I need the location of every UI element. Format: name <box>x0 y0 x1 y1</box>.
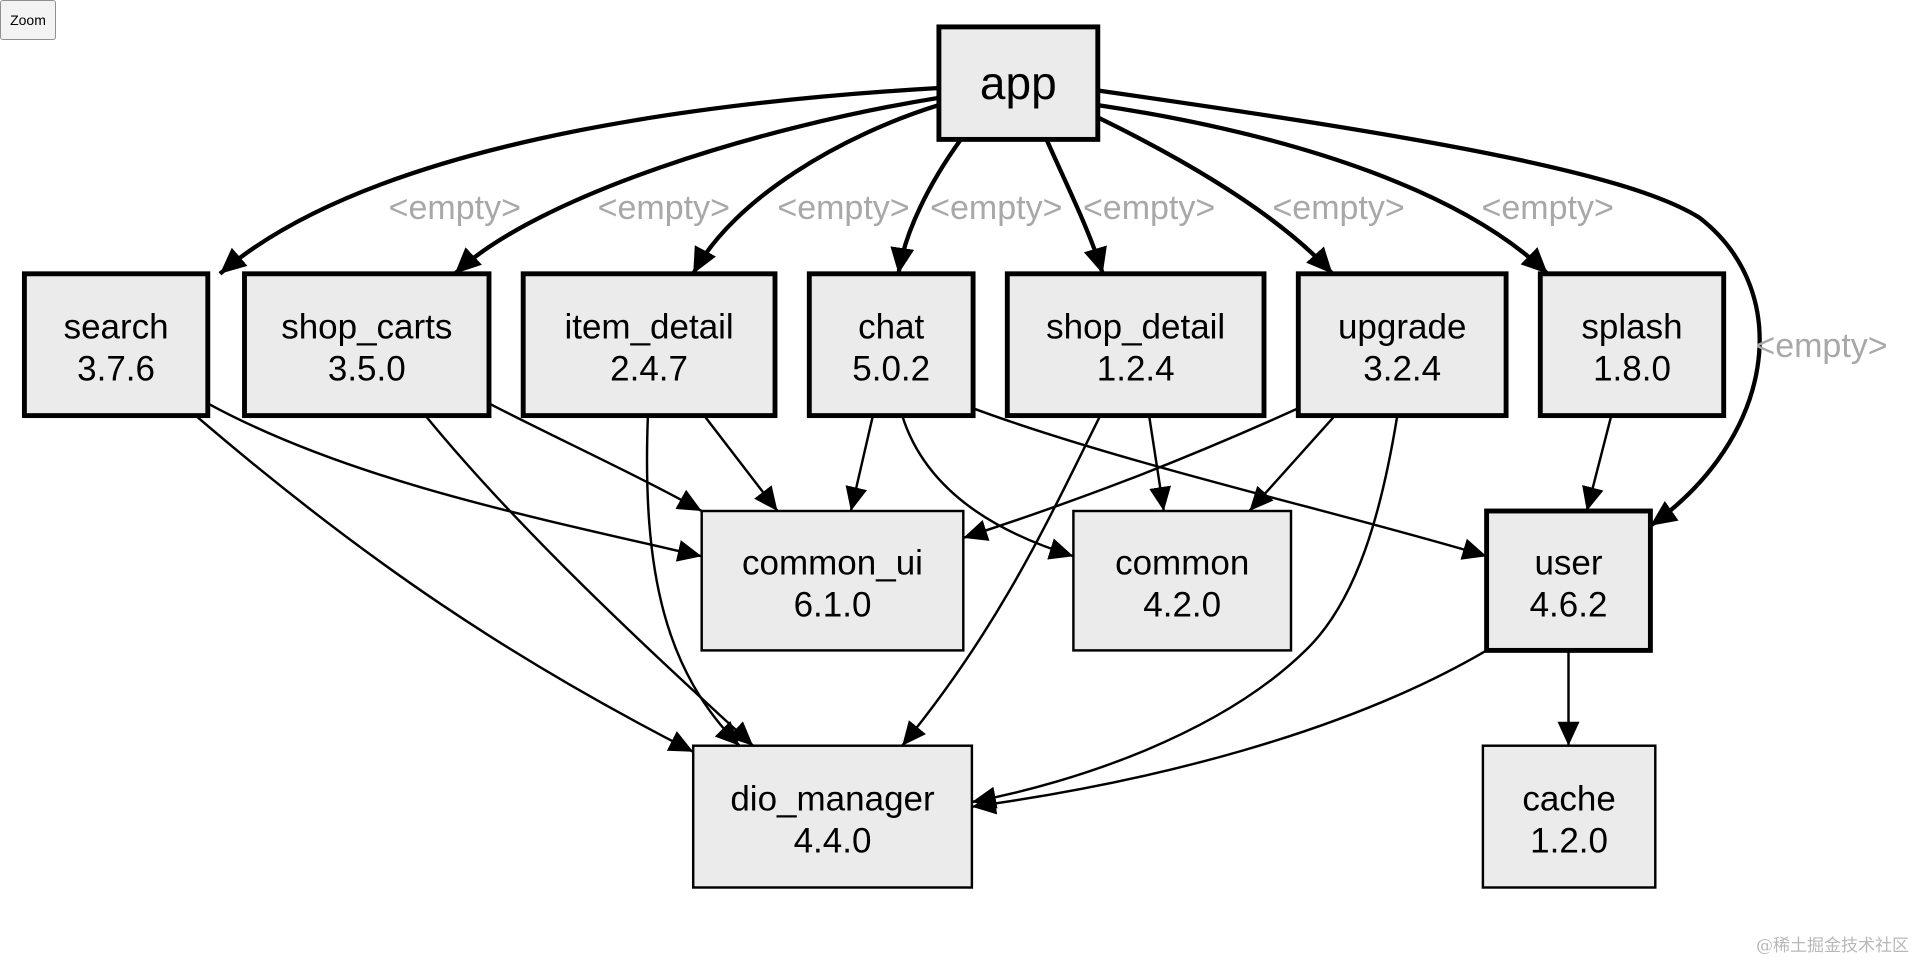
edge-search-to-dio_manager <box>194 414 694 753</box>
edge-item_detail-to-common_ui <box>703 414 779 512</box>
edge-label-app-to-item_detail: <empty> <box>777 189 909 227</box>
edge-chat-to-user <box>972 407 1487 560</box>
node-box-dio_manager <box>691 744 974 889</box>
node-name: splash <box>1581 308 1682 347</box>
edge-chat-to-common <box>901 415 1074 560</box>
edge-label-app-to-chat: <empty> <box>930 189 1062 227</box>
zoom-button[interactable]: Zoom <box>0 0 56 40</box>
node-name: upgrade <box>1338 308 1466 347</box>
node-box-user <box>1484 508 1653 653</box>
node-box-app <box>936 24 1101 142</box>
edge-upgrade-to-common <box>1248 414 1336 512</box>
edge-item_detail-to-dio_manager <box>645 415 741 747</box>
edge-shop_carts-to-common_ui <box>488 402 703 513</box>
node-name: user <box>1534 544 1602 583</box>
node-name: shop_detail <box>1046 308 1225 347</box>
node-common_ui[interactable]: common_ui6.1.0 <box>700 509 965 652</box>
edge-app-to-upgrade <box>1096 115 1335 276</box>
node-name: app <box>980 57 1057 109</box>
node-version: 5.0.2 <box>852 350 930 389</box>
edges-layer <box>194 85 1762 815</box>
edge-shop_carts-to-dio_manager <box>424 414 754 747</box>
node-name: common <box>1115 544 1249 583</box>
node-name: common_ui <box>742 544 923 583</box>
node-version: 4.4.0 <box>794 822 872 861</box>
node-version: 4.2.0 <box>1143 586 1221 625</box>
edge-user-to-dio_manager <box>971 649 1488 815</box>
edge-app-to-shop_detail <box>1044 138 1107 275</box>
node-box-cache <box>1481 744 1657 889</box>
edge-upgrade-to-common_ui <box>962 407 1299 541</box>
edge-app-to-search <box>218 85 940 276</box>
edge-app-to-item_detail <box>691 103 940 275</box>
edge-app-to-chat <box>890 138 963 275</box>
node-version: 2.4.7 <box>610 350 688 389</box>
edge-chat-to-common_ui <box>845 415 875 512</box>
edge-app-to-splash <box>1097 102 1550 276</box>
node-version: 1.2.4 <box>1097 350 1175 389</box>
node-version: 3.5.0 <box>328 350 406 389</box>
node-version: 1.2.0 <box>1530 822 1608 861</box>
edge-label-app-to-shop_detail: <empty> <box>1083 189 1215 227</box>
node-name: chat <box>858 308 924 347</box>
node-box-chat <box>806 271 976 419</box>
node-name: dio_manager <box>730 780 935 819</box>
node-version: 6.1.0 <box>794 586 872 625</box>
node-name: search <box>64 308 169 347</box>
edge-label-app-to-splash: <empty> <box>1482 189 1614 227</box>
node-name: cache <box>1522 780 1615 819</box>
node-box-shop_detail <box>1004 271 1267 419</box>
node-name: shop_carts <box>281 308 452 347</box>
node-box-common <box>1072 509 1293 652</box>
edge-splash-to-user <box>1582 415 1613 512</box>
edge-shop_detail-to-common <box>1147 415 1172 512</box>
edge-label-app-to-shop_carts: <empty> <box>598 189 730 227</box>
edge-label-app-to-search: <empty> <box>389 189 521 227</box>
node-app[interactable]: app <box>936 24 1101 142</box>
edge-shop_detail-to-dio_manager <box>901 415 1102 747</box>
node-box-item_detail <box>520 271 778 419</box>
node-version: 1.8.0 <box>1593 350 1671 389</box>
edge-labels-layer: <empty> <empty> <empty> <empty> <empty> <empt… <box>389 189 1888 365</box>
node-name: item_detail <box>564 308 733 347</box>
node-box-common_ui <box>700 509 965 652</box>
edge-label-app-to-upgrade: <empty> <box>1272 189 1404 227</box>
node-box-search <box>21 271 211 419</box>
node-box-splash <box>1537 271 1727 419</box>
node-version: 4.6.2 <box>1530 586 1608 625</box>
node-version: 3.7.6 <box>77 350 155 389</box>
edge-search-to-common_ui <box>207 402 702 562</box>
nodes-layer: appsearch3.7.6shop_carts3.5.0item_detail… <box>21 24 1727 889</box>
edge-app-to-user <box>1097 88 1762 528</box>
node-box-upgrade <box>1295 271 1509 419</box>
node-box-shop_carts <box>242 271 492 419</box>
edge-label-app-to-user: <empty> <box>1755 327 1887 365</box>
edge-upgrade-to-dio_manager <box>971 415 1399 809</box>
node-version: 3.2.4 <box>1363 350 1441 389</box>
watermark: @稀土掘金技术社区 <box>1756 936 1909 956</box>
edge-app-to-shop_carts <box>453 95 940 276</box>
